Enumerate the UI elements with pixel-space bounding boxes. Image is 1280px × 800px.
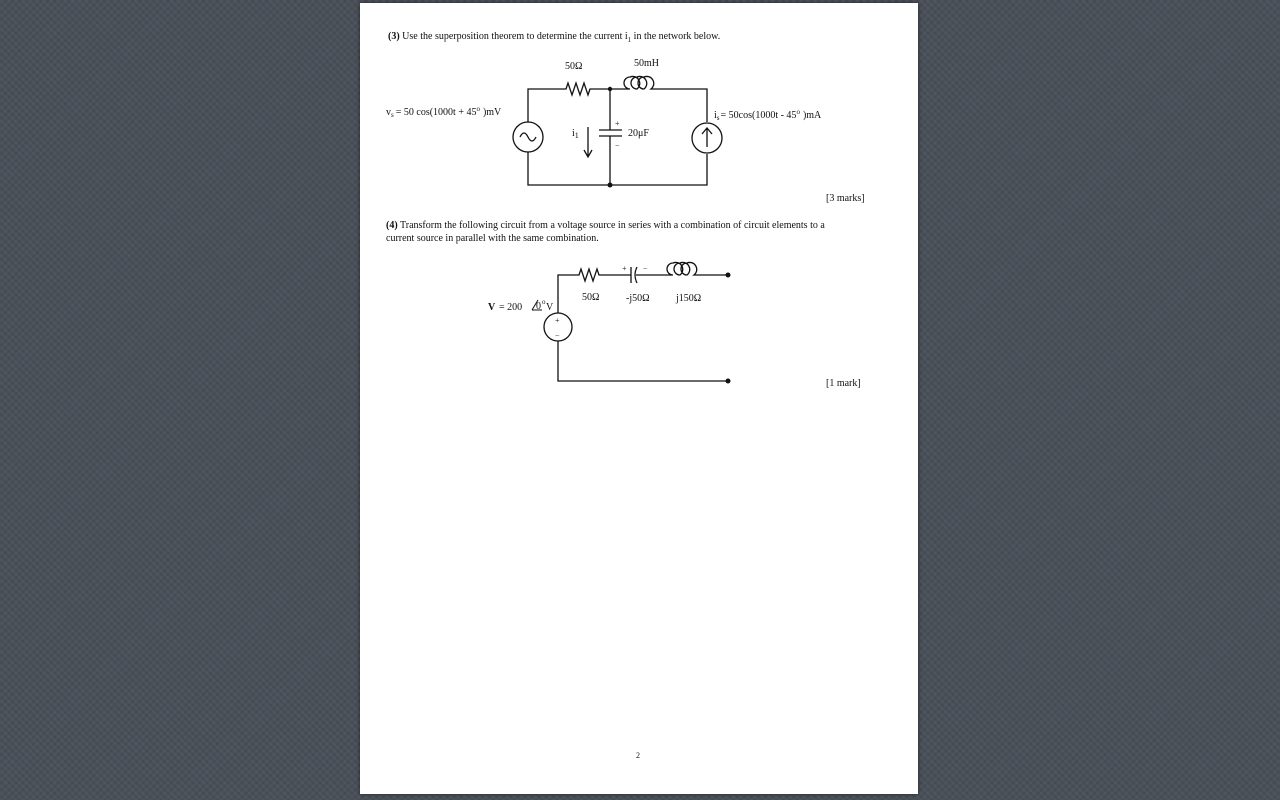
q4-inductor-label: j150Ω (675, 293, 701, 304)
q3-resistor-symbol (527, 80, 610, 122)
q3-capacitor-plus: + (615, 119, 620, 128)
q3-text-b: in the network below. (631, 31, 721, 42)
q3-text-sub: 1 (627, 36, 632, 44)
q3-number: (3) (388, 31, 400, 42)
q4-source-label: V = 200 0 o V (488, 298, 554, 313)
q4-source-plus: + (555, 316, 560, 325)
q3-marks: [3 marks] (826, 193, 865, 204)
q4-marks: [1 mark] (826, 378, 861, 389)
q4-resistor-symbol (557, 266, 622, 313)
arrow-up-icon (701, 126, 713, 147)
q3-inductor-label: 50mH (634, 58, 659, 69)
q3-text-var: i (624, 31, 628, 42)
page-number: 2 (636, 751, 640, 760)
q3-current-label: i1 (572, 128, 579, 140)
q4-capacitor-label: -j50Ω (626, 293, 650, 304)
arrow-down-icon (583, 127, 593, 159)
q4-inductor-symbol (666, 261, 727, 276)
q3-sine-icon (519, 132, 537, 142)
q4-capacitor-symbol (622, 266, 666, 284)
document-page: (3) Use the superposition theorem to det… (360, 3, 918, 794)
q4-text-line1: Transform the following circuit from a v… (400, 220, 825, 231)
q4-capacitor-minus: − (643, 264, 648, 273)
q3-bottom-wire (527, 152, 708, 186)
q4-source-minus: − (555, 331, 560, 340)
q4-terminal-bottom (725, 378, 731, 384)
q3-node-bottom (607, 182, 613, 188)
q4-prompt-line1: (4) Transform the following circuit from… (386, 219, 825, 232)
q3-capacitor-minus: − (615, 141, 620, 150)
q3-current-source-symbol (691, 122, 723, 154)
q3-circuit: 50Ω 50mH 20μF + − i1 vs= 50 cos(1000t + … (386, 58, 822, 384)
q3-inductor-symbol (610, 75, 708, 122)
q3-prompt: (3) Use the superposition theorem to det… (388, 30, 720, 47)
q4-v-unit: V (546, 302, 554, 313)
q4-number: (4) (386, 220, 398, 231)
q3-is-label: is= 50cos(1000t - 45o)mA (714, 108, 822, 122)
q3-capacitor-label: 20μF (628, 128, 649, 139)
q4-v-angle: 0 (536, 301, 541, 312)
q4-prompt-line2: current source in parallel with the same… (386, 233, 599, 244)
q4-resistor-label: 50Ω (582, 292, 599, 303)
q3-node-top (607, 86, 613, 92)
q4-bottom-wire (557, 341, 727, 382)
q4-v-eq: = 200 (499, 302, 522, 313)
angle-icon (531, 299, 542, 311)
q3-resistor-label: 50Ω (565, 61, 582, 72)
q3-capacitor-symbol (599, 89, 622, 185)
q4-v-degree: o (542, 298, 546, 306)
q4-capacitor-plus: + (622, 264, 627, 273)
q3-text-a: Use the superposition theorem to determi… (402, 31, 625, 42)
q4-v-var: V (488, 302, 496, 313)
q4-terminal-top (725, 272, 731, 278)
q3-vs-label: vs= 50 cos(1000t + 45o)mV (386, 105, 502, 119)
